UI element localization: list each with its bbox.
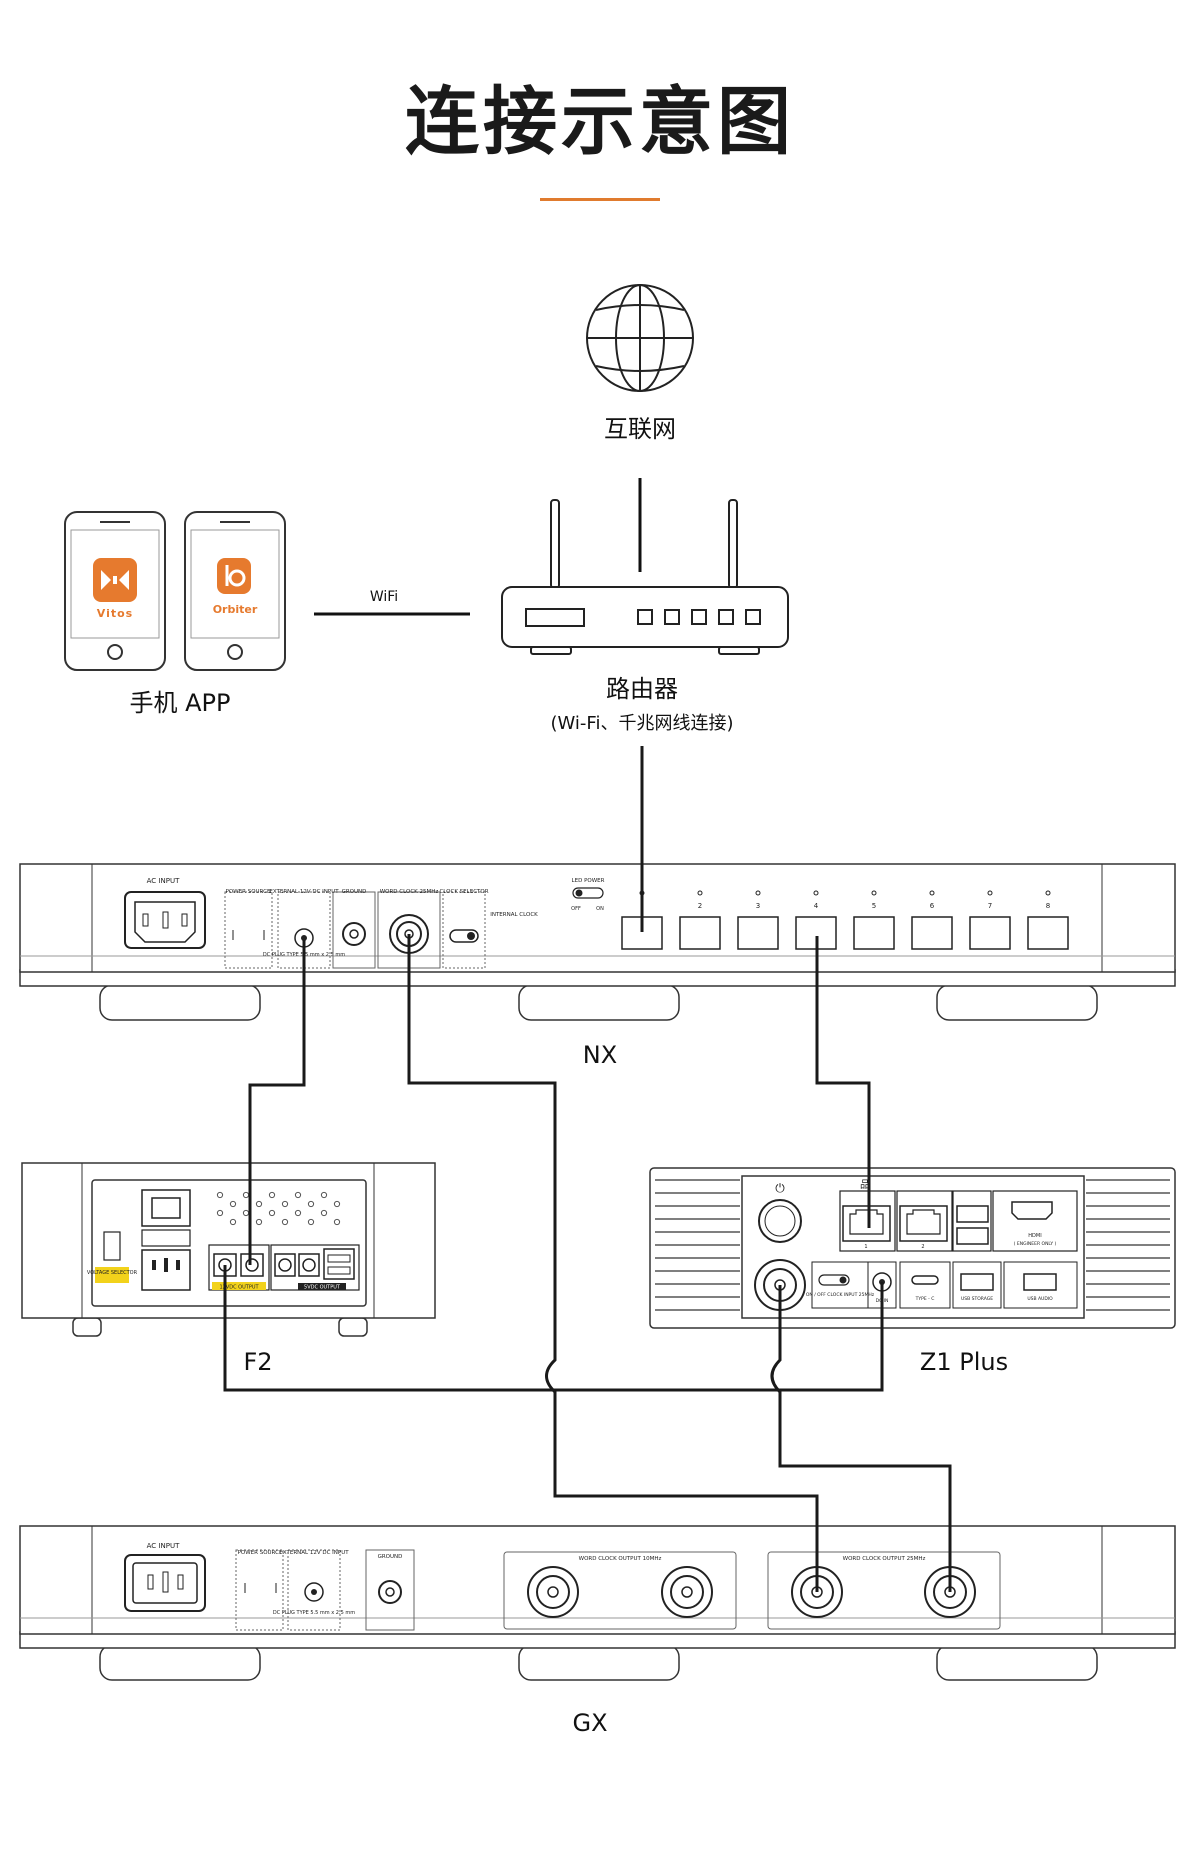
z1-hdmi-note: ( ENGINEER ONLY ) xyxy=(1014,1241,1057,1247)
f2-5v-output-label: 5VDC OUTPUT xyxy=(304,1285,341,1291)
z1-usb-storage-port xyxy=(960,1273,994,1291)
router-icon xyxy=(501,499,789,655)
nx-ethernet-port-5: 5 xyxy=(853,890,895,950)
z1-label: Z1 Plus xyxy=(920,1348,1008,1376)
wifi-label: WiFi xyxy=(370,589,398,605)
cable-nx-z1-lan xyxy=(815,936,871,1228)
z1-lan-2-label: 2 xyxy=(921,1244,924,1250)
nx-clock-selector-label: CLOCK SELECTOR xyxy=(439,889,488,895)
nx-ethernet-port-7: 7 xyxy=(969,890,1011,950)
z1-power-icon: ⏻ xyxy=(775,1181,785,1195)
gx-label: GX xyxy=(572,1709,607,1737)
internet-label: 互联网 xyxy=(604,415,676,443)
router-label: 路由器 xyxy=(606,675,678,703)
nx-clock-switch xyxy=(449,929,479,943)
z1-plus-device: ⏻ 1 2 品 HDMI ( ENGINEER ONLY ) xyxy=(649,1167,1176,1329)
nx-device: AC INPUT POWER SOURCE EXTERNAL 12V DC IN… xyxy=(19,863,1176,1021)
nx-ground-label: GROUND xyxy=(342,889,367,895)
nx-ethernet-port-8: 8 xyxy=(1027,890,1069,950)
f2-12v-output-2 xyxy=(240,1253,264,1277)
cable-gx-nx-clock xyxy=(407,934,819,1592)
f2-power-switch xyxy=(141,1189,191,1227)
z1-hdmi-port xyxy=(1011,1201,1053,1220)
gx-ac-input-label: AC INPUT xyxy=(147,1542,180,1550)
z1-hdmi-label: HDMI xyxy=(1028,1233,1041,1239)
title-accent-bar xyxy=(540,198,660,201)
nx-port-number: 7 xyxy=(988,902,992,910)
page-title: 连接示意图 xyxy=(405,79,795,165)
orbiter-logo-icon xyxy=(217,558,251,594)
z1-lan-1-label: 1 xyxy=(864,1244,867,1250)
vitos-logo-icon xyxy=(93,558,137,602)
cable-f2-nx-dc xyxy=(248,940,306,1265)
f2-voltage-selector-label: VOLTAGE SELECTOR xyxy=(87,1270,138,1276)
nx-led-off-label: OFF xyxy=(571,906,581,912)
f2-voltage-selector-tag xyxy=(95,1267,129,1283)
nx-ethernet-port-6: 6 xyxy=(911,890,953,950)
vitos-app-name: Vitos xyxy=(97,607,133,620)
globe-icon xyxy=(586,284,694,392)
nx-label: NX xyxy=(583,1041,617,1069)
gx-dc-input-jack xyxy=(304,1582,324,1602)
nx-ac-input-label: AC INPUT xyxy=(147,877,180,885)
nx-ground-terminal xyxy=(342,922,366,946)
z1-type-c-label: TYPE - C xyxy=(915,1296,935,1302)
nx-internal-clock-label: INTERNAL CLOCK xyxy=(490,912,538,918)
gx-ground-label: GROUND xyxy=(378,1554,403,1560)
z1-usb-audio-label: USB AUDIO xyxy=(1027,1296,1053,1302)
nx-ethernet-port-2: 2 xyxy=(679,890,721,950)
nx-external-dc-label: EXTERNAL 12V DC INPUT xyxy=(269,889,339,895)
nx-power-source-label: POWER SOURCE xyxy=(226,889,271,895)
nx-port-number: 3 xyxy=(756,902,760,910)
z1-network-icon: 品 xyxy=(860,1179,870,1191)
gx-wc10-bnc-2 xyxy=(661,1566,713,1618)
nx-port-number: 4 xyxy=(814,902,819,910)
gx-external-dc-label: EXTERNAL 12V DC INPUT xyxy=(279,1550,349,1556)
f2-12v-output-label: 12VDC OUTPUT xyxy=(219,1285,259,1291)
z1-usb3-port-1 xyxy=(956,1205,989,1223)
f2-device: VOLTAGE SELECTOR 12VDC OUTPUT xyxy=(21,1162,436,1337)
phone-vitos: Vitos xyxy=(64,511,166,671)
gx-dc-plug-label: DC PLUG TYPE 5.5 mm x 2.5 mm xyxy=(273,1610,355,1616)
cable-gx-z1-clock xyxy=(770,1285,952,1592)
nx-ethernet-ports: 2 3 4 5 6 7 8 xyxy=(621,890,1069,950)
z1-clock-switch xyxy=(818,1274,850,1286)
gx-power-source-label: POWER SOURCE xyxy=(238,1550,283,1556)
nx-port-number: 5 xyxy=(872,902,876,910)
nx-word-clock-label: WORD CLOCK 25MHz xyxy=(380,889,439,895)
z1-clock-input-label: ON / OFF CLOCK INPUT 25MHz xyxy=(806,1292,875,1298)
z1-usb-audio-port xyxy=(1023,1273,1057,1291)
phones-label: 手机 APP xyxy=(130,689,231,717)
z1-type-c-port xyxy=(911,1275,939,1285)
orbiter-app-name: Orbiter xyxy=(213,603,258,616)
phone-orbiter: Orbiter xyxy=(184,511,286,671)
nx-ethernet-port-3: 3 xyxy=(737,890,779,950)
f2-label: F2 xyxy=(243,1348,272,1376)
f2-ac-socket xyxy=(141,1249,191,1291)
gx-wc10-bnc-1 xyxy=(527,1566,579,1618)
gx-wc10-label: WORD CLOCK OUTPUT 10MHz xyxy=(579,1556,662,1562)
f2-usb-ports xyxy=(323,1248,355,1280)
nx-port-number: 8 xyxy=(1046,902,1050,910)
gx-device: AC INPUT POWER SOURCE EXTERNAL 12V DC IN… xyxy=(19,1525,1176,1681)
z1-usb-storage-label: USB STORAGE xyxy=(961,1296,993,1302)
gx-ground-terminal xyxy=(378,1580,402,1604)
f2-12v-output-tag xyxy=(212,1282,266,1290)
nx-led-on-label: ON xyxy=(596,906,604,912)
nx-port-number: 6 xyxy=(930,902,935,910)
z1-lan-port-2 xyxy=(899,1205,948,1242)
router-sublabel: (Wi-Fi、千兆网线连接) xyxy=(551,713,734,734)
z1-usb3-port-2 xyxy=(956,1227,989,1245)
nx-led-power-label: LED POWER xyxy=(572,878,605,884)
z1-power-button xyxy=(758,1199,802,1243)
nx-ac-socket xyxy=(124,891,206,949)
nx-port-number: 2 xyxy=(698,902,702,910)
gx-wc25-label: WORD CLOCK OUTPUT 25MHz xyxy=(843,1556,926,1562)
z1-lan-port-1 xyxy=(842,1205,891,1242)
gx-ac-socket xyxy=(124,1554,206,1612)
nx-led-switch xyxy=(572,887,604,899)
